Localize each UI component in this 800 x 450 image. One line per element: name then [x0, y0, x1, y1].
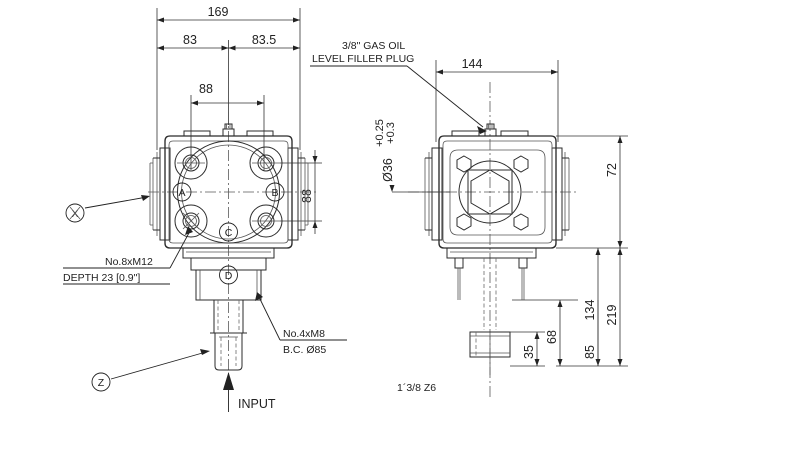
input-arrow: INPUT	[223, 372, 276, 412]
housing-outline-side	[438, 135, 557, 249]
dim-35: 35	[510, 331, 545, 367]
balloon-z-text: Z	[98, 377, 105, 389]
balloon-b-text: B	[271, 187, 278, 199]
dim-72: 72	[556, 135, 628, 249]
note-mount-thread-l2: DEPTH 23 [0.9"]	[63, 272, 140, 284]
note-filler-plug-l2: LEVEL FILLER PLUG	[312, 53, 414, 65]
spline-note-text: 1´3/8 Z6	[397, 382, 436, 394]
housing-outline-front	[164, 135, 293, 249]
dim-88-vertical: 88	[280, 150, 322, 234]
bore-tolerance-note: Ø36 +0.25 +0.3	[374, 119, 450, 193]
balloon-c-text: C	[225, 227, 233, 239]
dim-68: 68	[512, 299, 578, 366]
note-filler-plug-l1: 3/8" GAS OIL	[342, 40, 405, 52]
dim-169: 169	[157, 5, 300, 23]
balloon-x-text: X	[71, 208, 78, 220]
bore-note-text: Ø36	[381, 158, 395, 182]
bore-circle-side	[458, 160, 522, 224]
bore-tol-upper-text: +0.25	[374, 119, 386, 147]
dim-144: 144	[435, 57, 559, 142]
balloon-c: C	[219, 222, 238, 242]
input-label: INPUT	[238, 397, 276, 411]
front-view-group: 169 83 83.5 88	[63, 5, 347, 412]
dim-134-text: 134	[583, 300, 597, 321]
dim-219-text: 219	[605, 305, 619, 326]
dim-83-5: 83.5	[228, 33, 300, 51]
dim-35-text: 35	[522, 345, 536, 359]
bore-hex-side	[470, 169, 510, 215]
dim-85: 85	[556, 300, 628, 367]
dim-83-text: 83	[183, 33, 197, 47]
dim-83-5-text: 83.5	[252, 33, 276, 47]
side-view-group: 144	[374, 57, 628, 398]
dim-85-text: 85	[583, 345, 597, 359]
balloon-x: X	[65, 195, 150, 223]
dim-88-horizontal: 88	[190, 82, 265, 170]
note-flange-thread-l1: No.4xM8	[283, 328, 325, 340]
dim-144-text: 144	[462, 57, 483, 71]
spline-note: 1´3/8 Z6	[397, 382, 436, 394]
note-mount-thread-l1: No.8xM12	[105, 256, 153, 268]
bore-tol-lower-text: +0.3	[385, 122, 397, 144]
balloon-d-text: D	[225, 270, 233, 282]
note-filler-plug: 3/8" GAS OIL LEVEL FILLER PLUG	[310, 40, 487, 134]
dim-88-v-text: 88	[300, 189, 314, 203]
note-flange-thread: No.4xM8 B.C. Ø85	[255, 292, 347, 356]
dim-219: 219	[605, 248, 623, 366]
dim-72-text: 72	[605, 163, 619, 177]
center-bore-circle	[177, 140, 280, 244]
dim-88-h-text: 88	[199, 82, 213, 96]
dim-169-text: 169	[208, 5, 229, 19]
balloon-b: B	[265, 182, 285, 202]
balloon-a: A	[172, 182, 192, 202]
note-mount-thread: No.8xM12 DEPTH 23 [0.9"]	[63, 226, 193, 285]
balloon-d: D	[219, 265, 238, 285]
input-shaft-front	[210, 300, 247, 371]
balloon-a-text: A	[178, 187, 185, 199]
dim-83: 83	[157, 33, 229, 51]
balloon-z: Z	[91, 349, 210, 392]
dim-68-text: 68	[545, 330, 559, 344]
hex-bolt-heads-side	[456, 155, 529, 231]
output-shaft-side	[469, 331, 511, 375]
note-flange-thread-l2: B.C. Ø85	[283, 344, 326, 356]
